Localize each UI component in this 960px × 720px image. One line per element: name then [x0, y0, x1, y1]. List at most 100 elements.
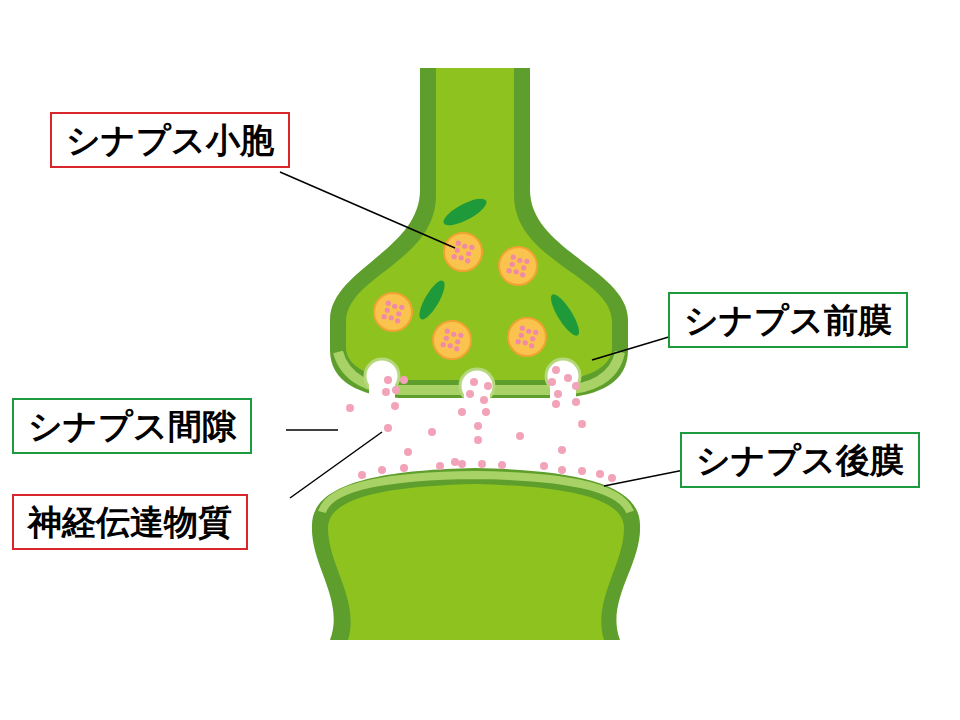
neurotransmitter-dot [554, 390, 562, 398]
neurotransmitter-dot [552, 366, 560, 374]
vesicle-content [520, 326, 525, 331]
neurotransmitter-dot [540, 462, 548, 470]
vesicle-content [448, 343, 453, 348]
label-box: シナプス小胞 [50, 112, 290, 168]
neurotransmitter-dot [458, 460, 466, 468]
part-name: 神経伝達物質 [28, 500, 232, 544]
neurotransmitter-dot [458, 408, 466, 416]
neurotransmitter-dot [484, 382, 492, 390]
vesicle-content [469, 245, 474, 250]
vesicle-content [389, 315, 394, 320]
vesicle-content [451, 332, 456, 337]
vesicle-content [516, 339, 521, 344]
neurotransmitter-dot [474, 422, 482, 430]
vesicle-content [465, 258, 470, 263]
neurotransmitter-dot [451, 458, 459, 466]
neurotransmitter-dot [400, 464, 408, 472]
label-box: シナプス間隙 [12, 398, 252, 454]
vesicle-content [521, 265, 526, 270]
part-name: シナプス後膜 [696, 438, 904, 482]
neurotransmitter-dot [436, 462, 444, 470]
vesicle-content [459, 255, 464, 260]
label-box: シナプス前膜 [668, 292, 908, 348]
vesicle-content [456, 241, 461, 246]
vesicle-content [385, 308, 390, 313]
vesicle-content [520, 272, 525, 277]
neurotransmitter-dot [346, 404, 354, 412]
vesicle-content [526, 329, 531, 334]
vesicle-content [458, 333, 463, 338]
neurotransmitter-dot [400, 376, 408, 384]
vesicle-content [510, 262, 515, 267]
vesicle-content [529, 343, 534, 348]
label-box: 神経伝達物質 [12, 494, 248, 550]
leader-line [280, 172, 455, 248]
vesicle-content [466, 251, 471, 256]
synaptic-vesicle [433, 321, 471, 359]
vesicle-content [441, 342, 446, 347]
vesicle-content [523, 340, 528, 345]
neurotransmitter-dot [572, 398, 580, 406]
vesicle-content [399, 305, 404, 310]
neurotransmitter-dot [384, 376, 392, 384]
vesicle-content [524, 259, 529, 264]
synaptic-vesicle [444, 233, 482, 271]
vesicle-content [511, 255, 516, 260]
vesicle-content [533, 330, 538, 335]
release-opening [369, 382, 395, 402]
neurotransmitter-dot [470, 378, 478, 386]
neurotransmitter-dot [378, 466, 386, 474]
neurotransmitter-dot [558, 466, 566, 474]
part-name: シナプス前膜 [684, 298, 892, 342]
neurotransmitter-dot [466, 390, 474, 398]
neurotransmitter-dot [596, 470, 604, 478]
vesicle-content [517, 258, 522, 263]
postsynaptic-membrane [322, 475, 630, 512]
neurotransmitter-dot [382, 388, 390, 396]
vesicle-content [392, 304, 397, 309]
synaptic-vesicle [499, 247, 537, 285]
leader-line [604, 470, 684, 486]
neurotransmitter-dot [392, 386, 400, 394]
neurotransmitter-dot [428, 428, 436, 436]
vesicle-content [452, 254, 457, 259]
leader-line [286, 429, 338, 431]
neurotransmitter-dot [384, 424, 392, 432]
vesicle-content [395, 318, 400, 323]
vesicle-content [507, 268, 512, 273]
mitochondrion [546, 291, 583, 339]
label-box: シナプス後膜 [680, 432, 920, 488]
vesicle-content [396, 311, 401, 316]
neurotransmitter-dot [404, 448, 412, 456]
vesicle-content [514, 269, 519, 274]
vesicle-content [519, 333, 524, 338]
neurotransmitter-dot [578, 467, 586, 475]
neurotransmitter-dot [578, 420, 586, 428]
neurotransmitter-dot [608, 474, 616, 482]
neurotransmitter-dot [498, 461, 506, 469]
neurotransmitter-dot [482, 408, 490, 416]
vesicle-content [386, 301, 391, 306]
leader-line [290, 432, 382, 498]
vesicle-content [444, 336, 449, 341]
neurotransmitter-dot [478, 460, 486, 468]
neurotransmitter-dot [516, 432, 524, 440]
mitochondrion [440, 194, 490, 231]
neurotransmitter-dot [558, 446, 566, 454]
vesicle-content [454, 346, 459, 351]
vesicle-content [462, 244, 467, 249]
neurotransmitter-dot [552, 400, 560, 408]
neurotransmitter-dot [480, 396, 488, 404]
synaptic-vesicle [508, 318, 546, 356]
presynaptic-body [346, 68, 612, 380]
neurotransmitter-dot [391, 402, 399, 410]
neurotransmitter-dot [572, 382, 580, 390]
neurotransmitter-dot [548, 378, 556, 386]
postsynaptic-body [328, 484, 624, 640]
synaptic-vesicle [374, 293, 412, 331]
neurotransmitter-dot [564, 374, 572, 382]
vesicle-content [455, 339, 460, 344]
vesicle-content [445, 329, 450, 334]
part-name: シナプス小胞 [66, 118, 274, 162]
